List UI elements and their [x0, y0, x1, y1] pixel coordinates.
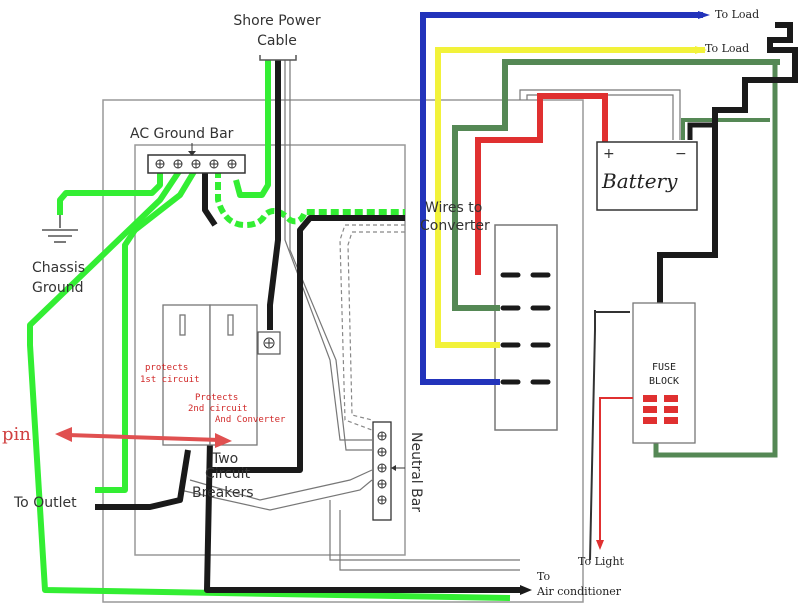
- to-ac-label: To: [537, 570, 550, 583]
- converter-terminals: [500, 272, 551, 385]
- black-wires: [95, 60, 520, 593]
- protects-2nd-label-3: And Converter: [215, 415, 286, 425]
- dashed-wires: [339, 224, 405, 431]
- breaker-terminal: [257, 331, 281, 355]
- converter-label: Wires to: [425, 200, 482, 216]
- protects-1st-label: protects: [145, 363, 188, 373]
- pin-label: pin: [2, 424, 31, 445]
- blue-wire: [420, 12, 703, 385]
- yellow-wire: [435, 47, 705, 348]
- black-load-wire: [657, 22, 798, 305]
- shore-power-label-2: Cable: [257, 33, 297, 49]
- shore-power-cable: [259, 55, 297, 61]
- chassis-ground-label-2: Ground: [32, 280, 84, 296]
- converter-label-2: Converter: [420, 218, 490, 234]
- to-load-label-2: To Load: [705, 42, 749, 55]
- protects-2nd-label: Protects: [195, 393, 238, 403]
- neutral-bar-label: Neutral Bar: [408, 432, 424, 512]
- chassis-ground-icon: [42, 215, 78, 243]
- fuse-light-wire: [599, 397, 633, 545]
- light-arrow-icon: [596, 540, 604, 550]
- to-ac-label-2: Air conditioner: [536, 585, 622, 598]
- neutral-bar: [372, 421, 405, 521]
- shore-power-label: Shore Power: [233, 13, 320, 29]
- battery-minus: −: [675, 146, 687, 162]
- pin-arrow-icon: [55, 427, 232, 448]
- protects-2nd-label-2: 2nd circuit: [188, 404, 248, 414]
- load-arrow-icon-1: [698, 11, 710, 19]
- two-circuit-label-2: Circuit: [205, 466, 251, 482]
- battery-plus: +: [603, 146, 615, 162]
- two-circuit-label: Two: [211, 451, 238, 467]
- breakers-label: Breakers: [192, 485, 254, 501]
- to-light-label: To Light: [578, 555, 625, 568]
- dark-green-wire: [452, 59, 780, 311]
- fuse-ground-wire: [653, 62, 778, 458]
- to-load-label-1: To Load: [715, 8, 759, 21]
- ac-ground-bar-label: AC Ground Bar: [130, 126, 234, 142]
- to-outlet-label: To Outlet: [13, 495, 77, 511]
- chassis-ground-label: Chassis: [32, 260, 85, 276]
- battery: [596, 141, 698, 211]
- protects-1st-label-2: 1st circuit: [140, 375, 200, 385]
- ac-arrow-icon: [520, 585, 532, 595]
- fuse-block-label: FUSE: [652, 362, 676, 373]
- red-wire: [475, 93, 608, 275]
- green-wires: [27, 60, 511, 601]
- battery-label: Battery: [601, 169, 678, 193]
- fuse-block-label-2: BLOCK: [649, 376, 679, 387]
- black-battery-wire: [687, 122, 715, 140]
- ac-ground-bar: [147, 143, 246, 174]
- circuit-breakers: [162, 304, 258, 446]
- fuse-block: [632, 302, 696, 444]
- load-arrow-icon-2: [695, 46, 707, 54]
- battery-ground-wire: [681, 118, 770, 140]
